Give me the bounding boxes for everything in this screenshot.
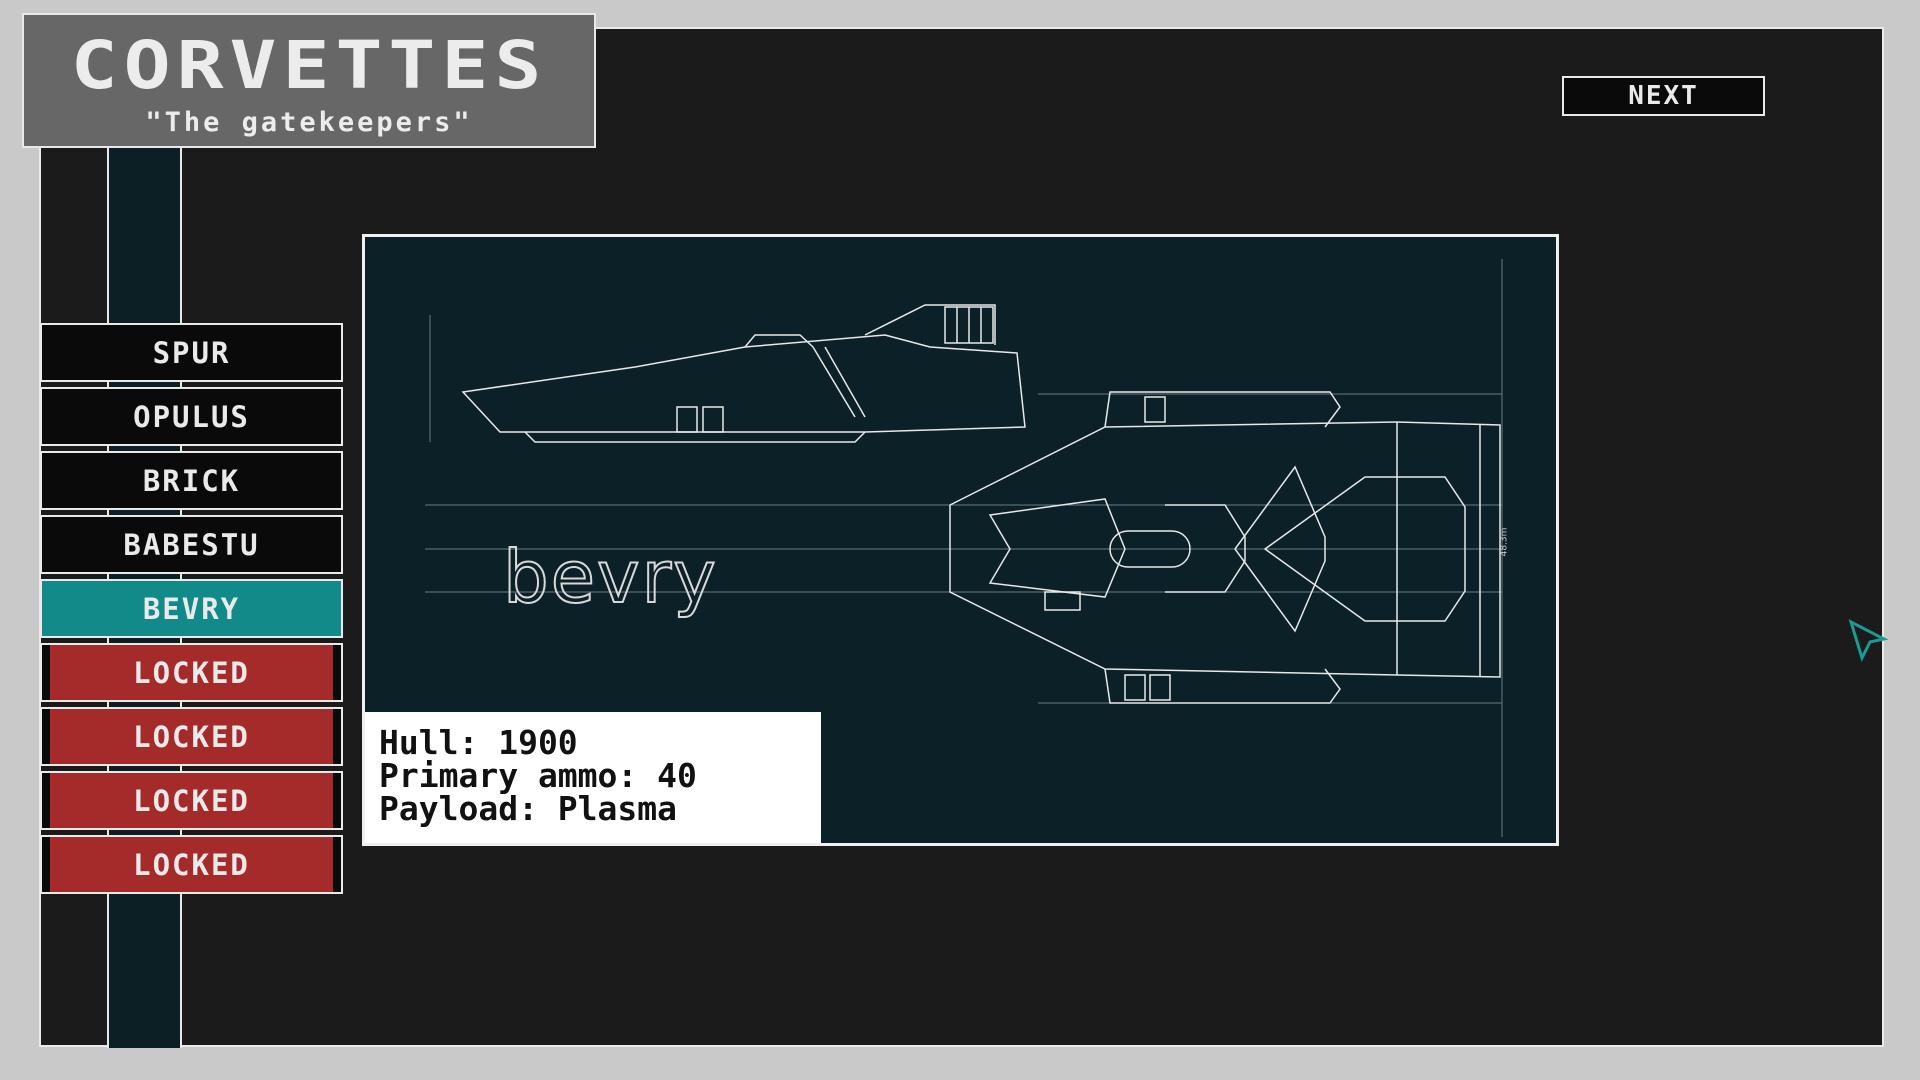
stat-payload: Payload: Plasma xyxy=(379,789,678,828)
locked-label: LOCKED xyxy=(50,837,333,892)
stat-ammo: Primary ammo: 40 xyxy=(379,756,697,795)
locked-label: LOCKED xyxy=(50,645,333,700)
ship-button-brick[interactable]: BRICK xyxy=(40,451,343,510)
ship-blueprint: bevry 48.3m Hull: 1900 Primary ammo: 40 … xyxy=(362,234,1559,846)
cursor-icon xyxy=(1848,619,1888,663)
ship-name-logo: bevry xyxy=(502,534,718,620)
ship-button-babestu[interactable]: BABESTU xyxy=(40,515,343,574)
dimension-label: 48.3m xyxy=(1499,527,1510,557)
ship-button-locked[interactable]: LOCKED xyxy=(40,771,343,830)
category-subtitle: "The gatekeepers" xyxy=(145,107,473,138)
locked-label: LOCKED xyxy=(50,773,333,828)
ship-stats: Hull: 1900 Primary ammo: 40 Payload: Pla… xyxy=(365,712,821,843)
category-header: CORVETTES "The gatekeepers" xyxy=(22,13,596,148)
category-title: CORVETTES xyxy=(70,27,548,105)
stat-hull: Hull: 1900 xyxy=(379,723,578,762)
locked-label: LOCKED xyxy=(50,709,333,764)
ship-button-bevry[interactable]: BEVRY xyxy=(40,579,343,638)
next-button[interactable]: NEXT xyxy=(1562,76,1765,116)
ship-button-locked[interactable]: LOCKED xyxy=(40,707,343,766)
ship-button-locked[interactable]: LOCKED xyxy=(40,643,343,702)
ship-button-locked[interactable]: LOCKED xyxy=(40,835,343,894)
ship-button-opulus[interactable]: OPULUS xyxy=(40,387,343,446)
ship-button-spur[interactable]: SPUR xyxy=(40,323,343,382)
ship-wireframe xyxy=(425,259,1503,837)
